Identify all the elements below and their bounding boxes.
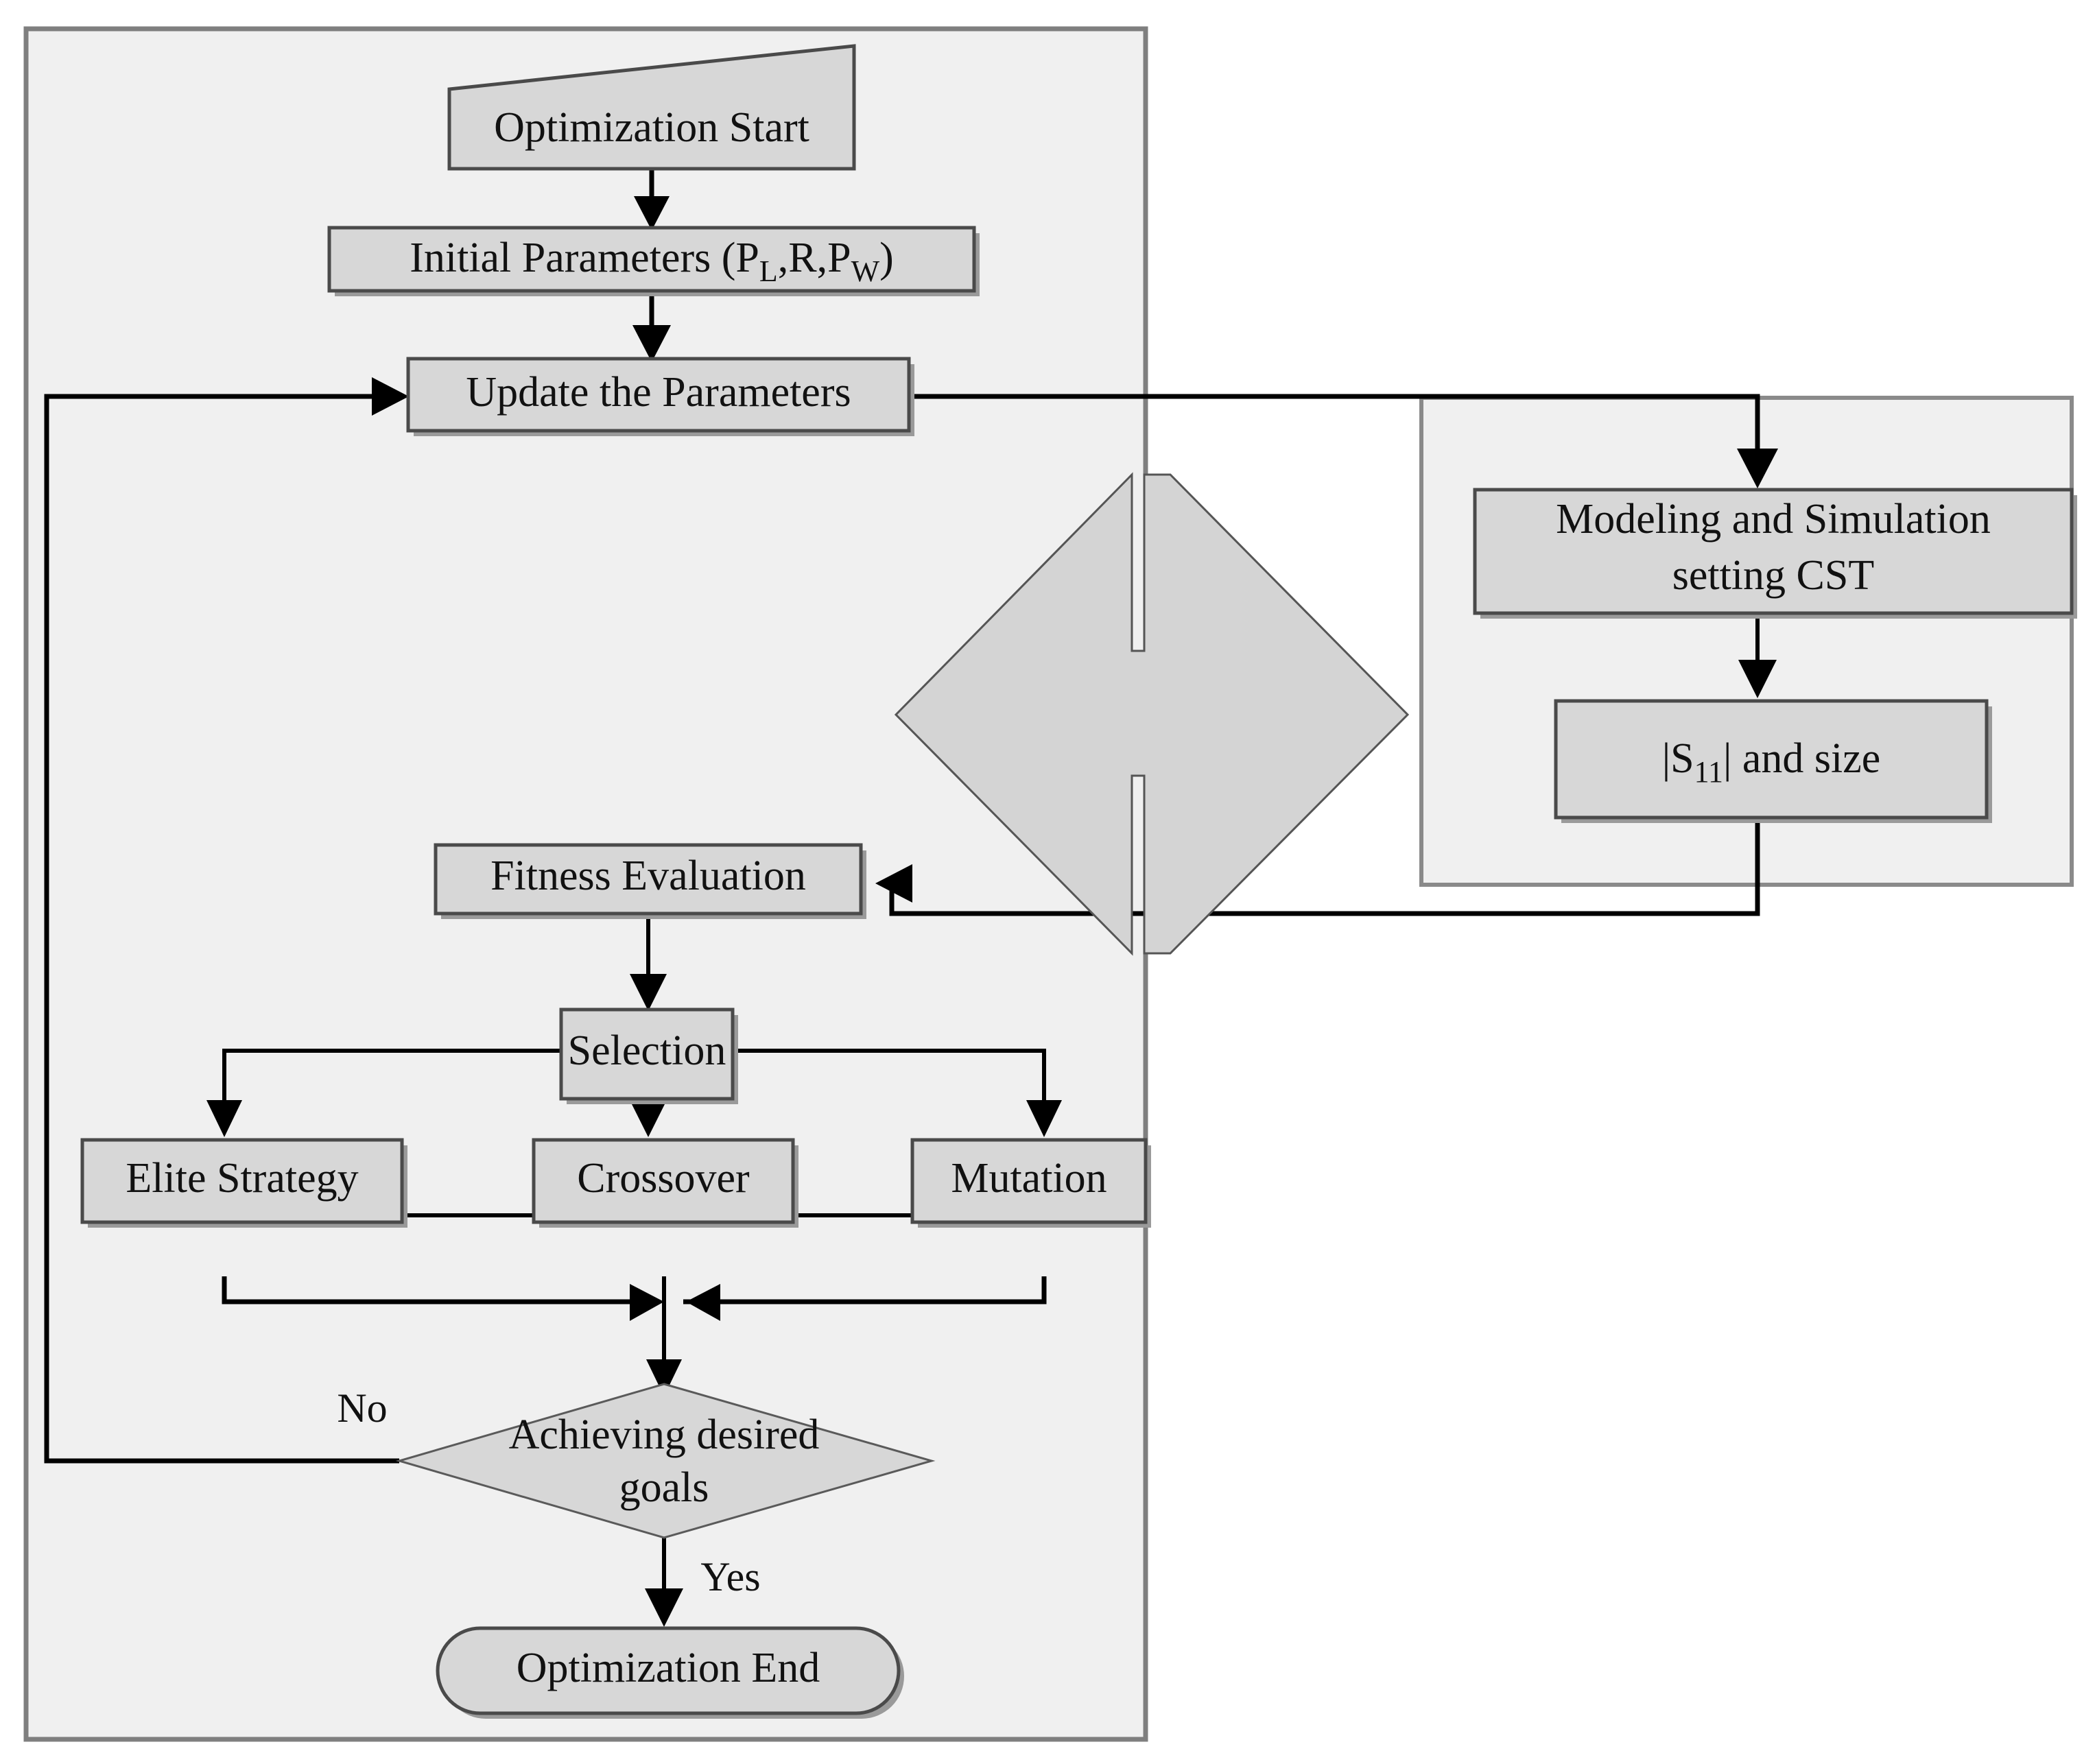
node-initial-parameters[interactable]: Initial Parameters (PL,R,PW): [327, 226, 980, 296]
edge-merge-branches: [222, 1276, 1047, 1396]
edge-selection-to-mutation: [735, 1049, 1062, 1137]
node-decision-label-line1: Achieving desired: [509, 1411, 820, 1458]
node-modeling-simulation-label-line1: Modeling and Simulation: [1556, 496, 1991, 543]
node-elite-strategy[interactable]: Elite Strategy: [80, 1138, 407, 1228]
node-selection-label: Selection: [568, 1027, 726, 1074]
node-elite-strategy-label: Elite Strategy: [126, 1155, 358, 1202]
edge-update-to-modeling: [909, 394, 1778, 488]
node-update-parameters[interactable]: Update the Parameters: [406, 357, 914, 436]
edge-s11-to-fitness: [875, 821, 1760, 916]
node-s11-and-size-label: |S11| and size: [1662, 735, 1881, 789]
node-crossover[interactable]: Crossover: [532, 1138, 798, 1228]
node-optimization-start-label: Optimization Start: [494, 104, 809, 151]
node-modeling-simulation[interactable]: Modeling and Simulation setting CST: [1473, 488, 2077, 619]
node-decision-achieving-goals[interactable]: Achieving desired goals: [395, 1383, 936, 1539]
edge-selection-to-elite: [206, 1049, 561, 1137]
edge-initial-to-update: [632, 293, 671, 362]
node-decision-label-line2: goals: [619, 1464, 709, 1511]
double-headed-arrow-icon: [894, 472, 1410, 956]
node-fitness-evaluation-label: Fitness Evaluation: [490, 853, 806, 899]
edge-fitness-to-selection: [630, 919, 667, 1011]
edge-label-no: No: [337, 1385, 387, 1431]
edge-start-to-initial: [634, 169, 670, 230]
node-update-parameters-label: Update the Parameters: [466, 369, 851, 416]
node-selection[interactable]: Selection: [559, 1008, 738, 1104]
node-optimization-end-label: Optimization End: [517, 1645, 820, 1691]
edge-label-yes: Yes: [700, 1554, 760, 1599]
node-crossover-label: Crossover: [577, 1155, 750, 1202]
node-optimization-start[interactable]: Optimization Start: [447, 44, 856, 171]
edge-decision-no: [44, 377, 409, 1464]
node-initial-parameters-label: Initial Parameters (PL,R,PW): [410, 235, 894, 288]
node-mutation[interactable]: Mutation: [910, 1138, 1151, 1228]
node-fitness-evaluation[interactable]: Fitness Evaluation: [434, 843, 866, 919]
node-optimization-end[interactable]: Optimization End: [436, 1626, 904, 1719]
node-s11-and-size[interactable]: |S11| and size: [1554, 699, 1992, 823]
node-modeling-simulation-label-line2: setting CST: [1672, 552, 1875, 599]
edge-decision-yes: [645, 1536, 683, 1627]
edge-modeling-to-s11: [1738, 614, 1777, 698]
node-mutation-label: Mutation: [951, 1155, 1106, 1202]
